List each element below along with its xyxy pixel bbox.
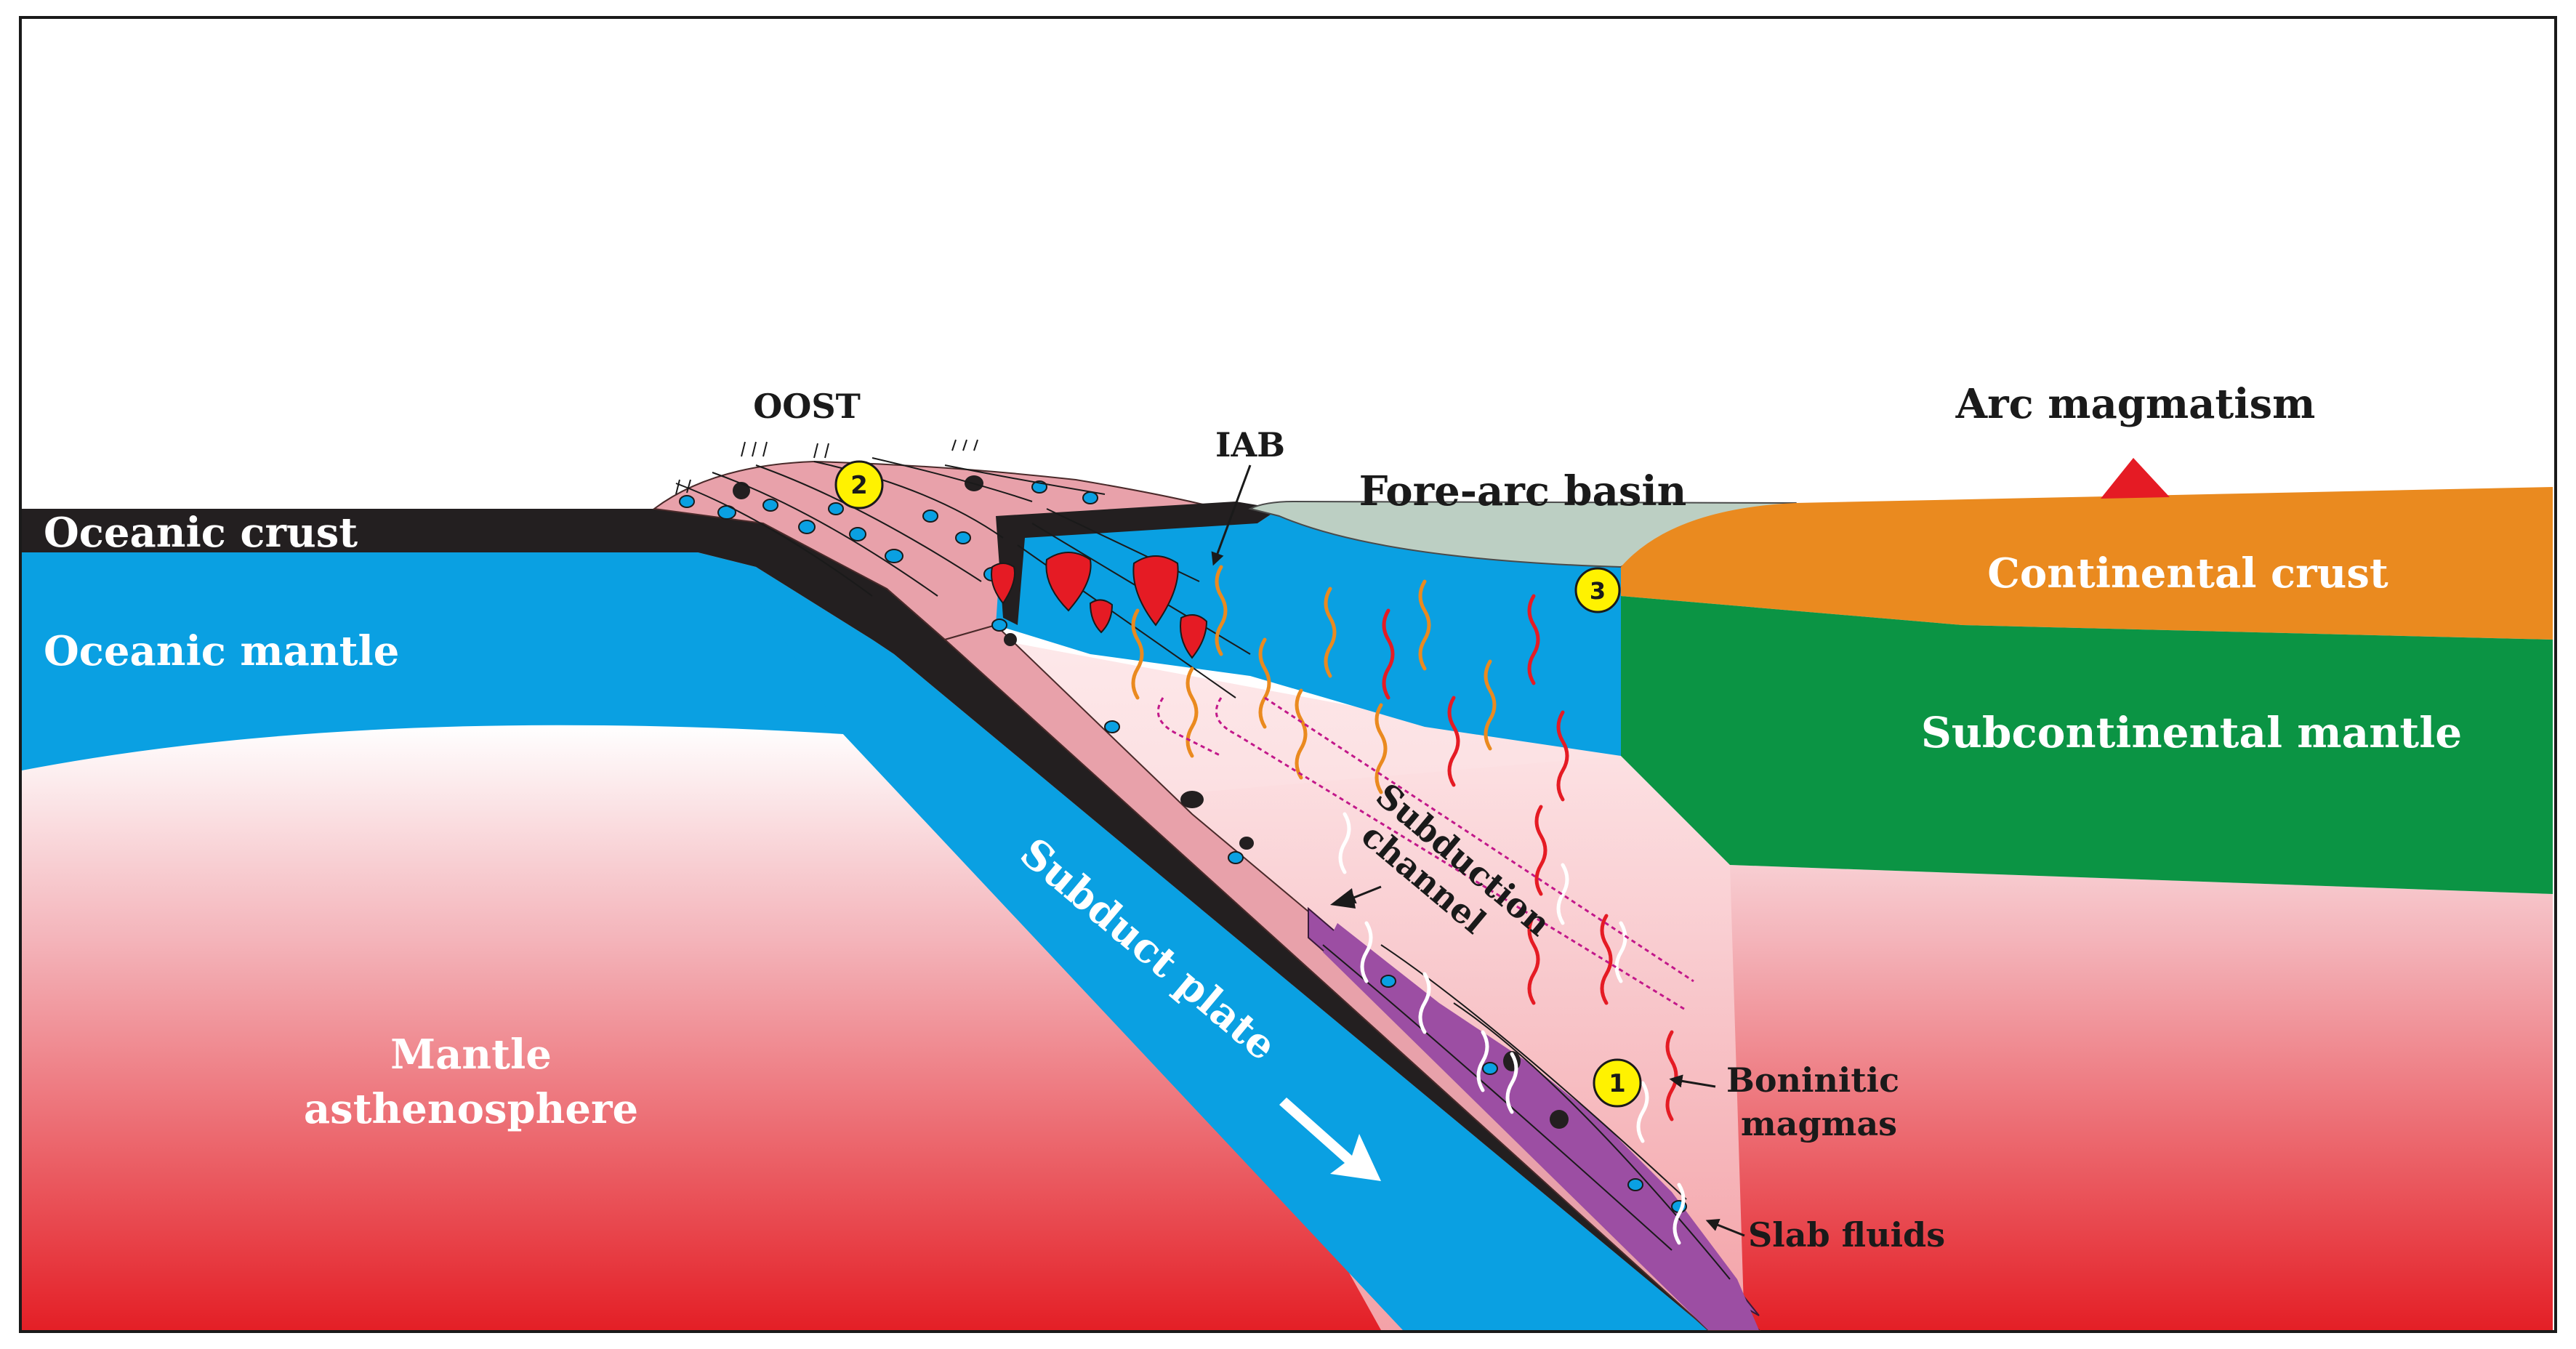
prism-blobs [679,480,1687,1213]
iab-wedge-top [996,502,1279,625]
marker-2: 2 [834,460,884,510]
subduct-plate-region [756,596,1708,1330]
label-subcontinental-mantle: Subcontinental mantle [1921,708,2462,757]
label-oceanic-mantle: Oceanic mantle [44,627,399,675]
prism-dark-blobs [733,475,1569,1129]
label-iab: IAB [1215,425,1285,464]
svg-text:3: 3 [1590,577,1606,605]
svg-text:1: 1 [1609,1069,1626,1098]
marker-3: 3 [1574,567,1621,613]
fluid-arrows-white [1338,812,1686,1245]
label-fore-arc-basin: Fore-arc basin [1359,467,1687,515]
prism-foliation [675,457,1731,1280]
subcontinental-mantle-region [1621,596,2553,894]
label-magmas: magmas [1741,1104,1897,1143]
label-boninitic: Boninitic [1726,1060,1899,1100]
label-arc-magmatism: Arc magmatism [1955,380,2316,428]
label-asthenosphere: asthenosphere [304,1085,638,1133]
marker-1: 1 [1593,1058,1642,1108]
channel-flow-lines [1156,696,1694,1012]
subduction-direction-arrow [1279,1098,1381,1181]
label-slab-fluids: Slab fluids [1748,1215,1945,1255]
channel-pointer-arrowhead-icon [1330,888,1356,909]
label-oceanic-crust: Oceanic crust [44,509,358,557]
fluid-arrows-orange [1131,565,1497,794]
thrust-ticks [675,439,978,495]
label-continental-crust: Continental crust [1987,549,2388,597]
label-mantle: Mantle [390,1031,552,1079]
deep-channel-purple-fill [1323,923,1759,1330]
arc-volcano-icon [2101,458,2170,499]
iab-plutons [991,552,1208,659]
fluid-arrows-red [1382,594,1678,1122]
continental-crust-region [1621,487,2553,640]
accretionary-prism [652,460,1222,641]
svg-text:2: 2 [850,471,868,500]
oceanic-mantle-region [22,552,1425,1330]
label-oost: OOST [753,387,861,426]
